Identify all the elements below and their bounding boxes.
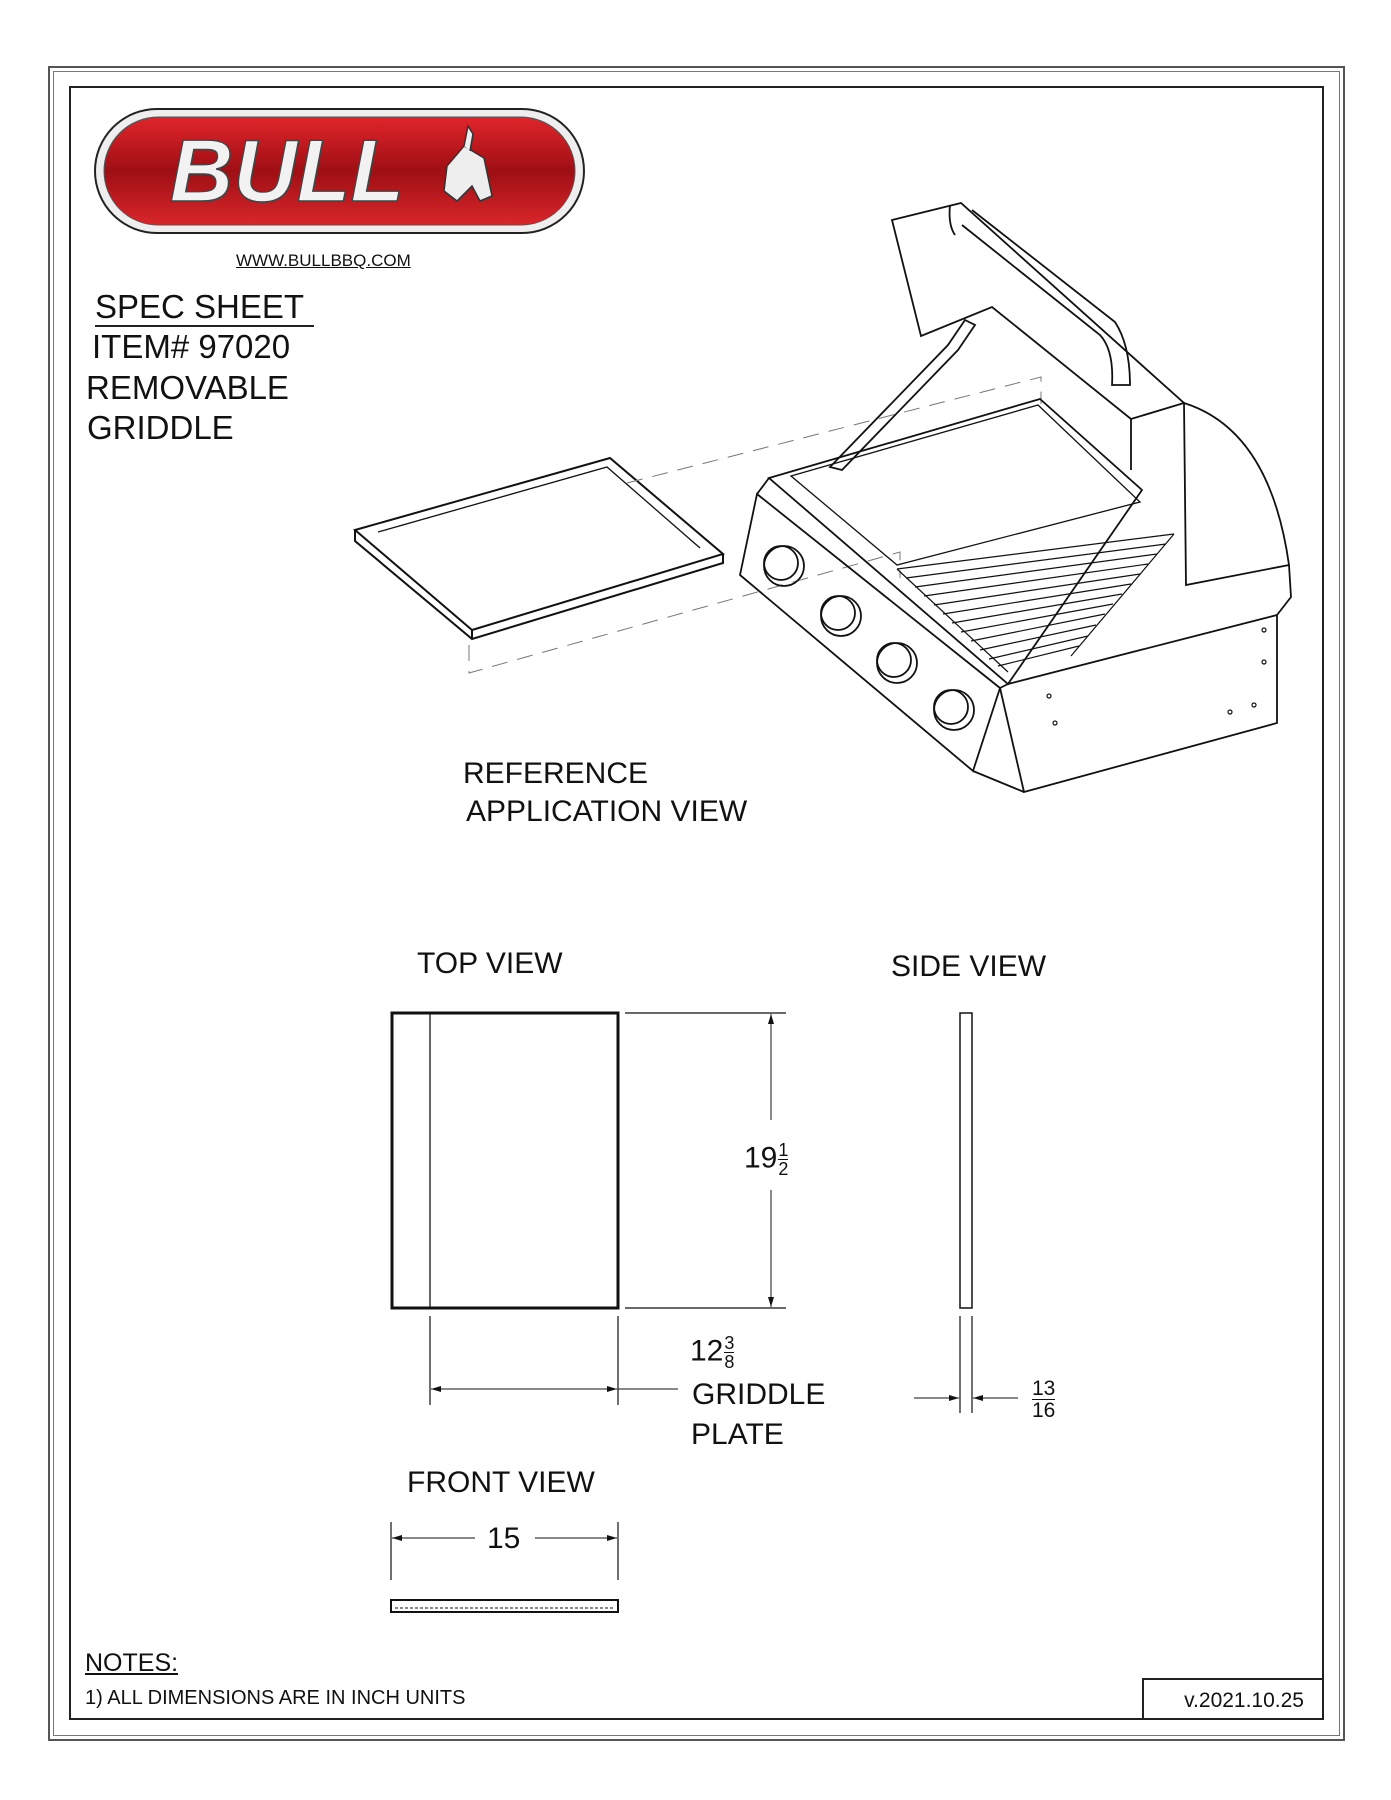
notes-heading: NOTES:: [85, 1649, 179, 1677]
reference-label-line1: REFERENCE: [463, 757, 649, 790]
width-numerator: 3: [724, 1333, 735, 1353]
drawing-border: [69, 86, 1324, 1720]
grill-grates: [896, 533, 1175, 673]
front-width-dimension: 15: [487, 1522, 521, 1555]
front-view-drawing: [390, 1522, 619, 1613]
top-view-drawing: [390, 1011, 786, 1405]
spec-sheet-title: SPEC SHEET: [95, 290, 315, 327]
front-view-label: FRONT VIEW: [407, 1466, 595, 1499]
bull-logo: BULL: [94, 108, 585, 234]
alignment-dashed-lines: [468, 376, 1042, 674]
website-url[interactable]: WWW.BULLBBQ.COM: [236, 251, 411, 270]
plate-label: PLATE: [691, 1418, 784, 1451]
product-name-line1: REMOVABLE: [86, 369, 289, 406]
length-numerator: 1: [778, 1140, 789, 1160]
version-label: v.2021.10.25: [1184, 1689, 1304, 1712]
outer-border-inner-line: [53, 71, 1340, 1736]
width-whole: 12: [690, 1334, 724, 1368]
thickness-numerator: 13: [1032, 1377, 1056, 1400]
product-name-line2: GRIDDLE: [87, 409, 234, 446]
griddle-tray-iso: [352, 456, 726, 641]
version-box: v.2021.10.25: [1142, 1678, 1322, 1718]
reference-label-line2: APPLICATION VIEW: [466, 795, 748, 828]
control-knobs: [763, 545, 975, 731]
length-denominator: 2: [778, 1159, 789, 1179]
grill-iso-drawing: [739, 202, 1292, 794]
svg-text:BULL: BULL: [170, 121, 405, 220]
top-view-label: TOP VIEW: [417, 947, 563, 980]
side-view-drawing: [914, 1012, 1018, 1413]
side-view-label: SIDE VIEW: [891, 950, 1047, 983]
griddle-label: GRIDDLE: [692, 1378, 826, 1411]
width-denominator: 8: [724, 1352, 735, 1372]
outer-border: [48, 66, 1345, 1741]
item-number: ITEM# 97020: [92, 328, 291, 365]
note-item: 1) ALL DIMENSIONS ARE IN INCH UNITS: [85, 1687, 466, 1709]
length-whole: 19: [744, 1141, 778, 1175]
thickness-denominator: 16: [1032, 1399, 1056, 1422]
